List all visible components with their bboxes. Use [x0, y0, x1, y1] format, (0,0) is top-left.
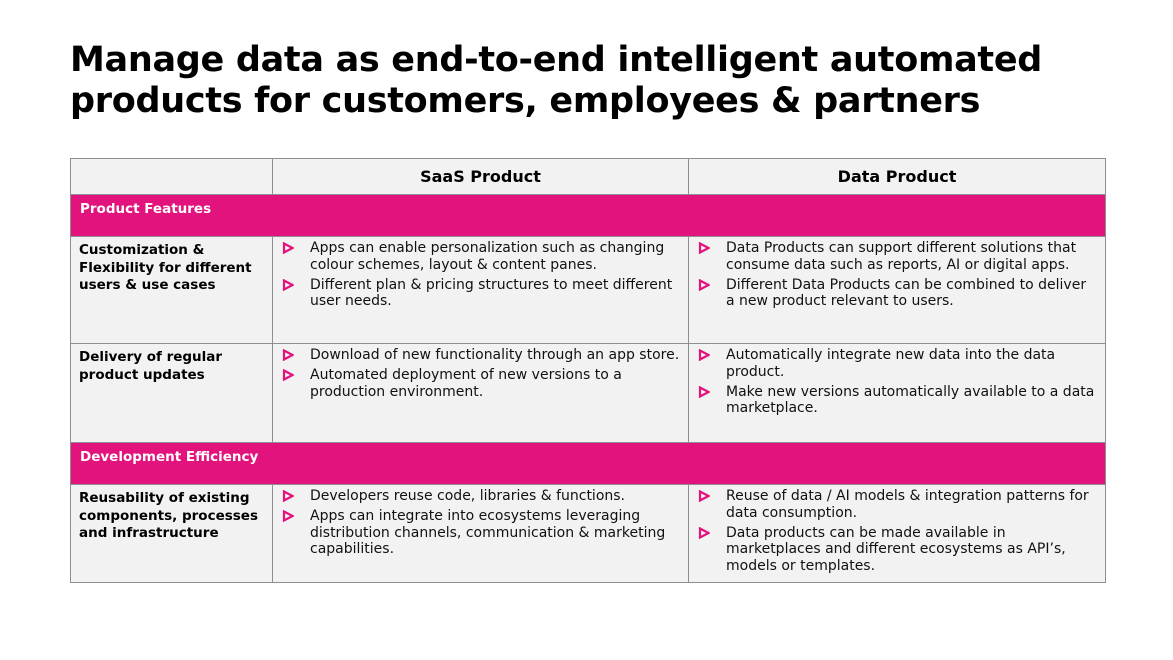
row-label: Customization & Flexibility for differen… — [79, 242, 252, 293]
list-item: Apps can enable personalization such as … — [281, 240, 680, 273]
table-header-row: SaaS Product Data Product — [70, 158, 1106, 195]
triangle-bullet-icon — [282, 490, 294, 502]
triangle-bullet-icon — [282, 242, 294, 254]
triangle-bullet-icon — [698, 385, 710, 398]
list-item: Apps can integrate into ecosystems lever… — [281, 508, 680, 558]
table-row: Customization & Flexibility for differen… — [70, 236, 1106, 344]
section-row-product-features: Product Features — [70, 194, 1106, 237]
triangle-bullet-icon — [698, 242, 710, 254]
list-item: Reuse of data / AI models & integration … — [697, 488, 1097, 521]
triangle-bullet-icon — [282, 278, 294, 291]
triangle-bullet-icon — [698, 278, 710, 291]
row-label: Reusability of existing components, proc… — [79, 490, 258, 541]
saas-bullet-list: Developers reuse code, libraries & funct… — [273, 485, 688, 558]
list-item: Data Products can support different solu… — [697, 240, 1097, 273]
saas-bullet-list: Download of new functionality through an… — [273, 344, 688, 400]
page-title: Manage data as end-to-end intelligent au… — [70, 40, 1043, 121]
data-bullet-list: Reuse of data / AI models & integration … — [689, 485, 1105, 574]
header-saas-product: SaaS Product — [420, 167, 541, 186]
section-row-development-efficiency: Development Efficiency — [70, 442, 1106, 485]
list-item: Automatically integrate new data into th… — [697, 347, 1097, 380]
header-data-product: Data Product — [837, 167, 957, 186]
header-cell-saas: SaaS Product — [272, 158, 689, 195]
comparison-table: SaaS Product Data Product Product Featur… — [70, 158, 1106, 583]
section-label: Product Features — [80, 201, 212, 217]
saas-bullet-list: Apps can enable personalization such as … — [273, 237, 688, 310]
list-item: Developers reuse code, libraries & funct… — [281, 488, 680, 505]
list-item: Make new versions automatically availabl… — [697, 384, 1097, 417]
data-bullet-list: Automatically integrate new data into th… — [689, 344, 1105, 417]
triangle-bullet-icon — [282, 349, 294, 361]
row-label: Delivery of regular product updates — [79, 349, 223, 383]
triangle-bullet-icon — [282, 510, 294, 522]
list-item: Different Data Products can be combined … — [697, 277, 1097, 310]
list-item: Download of new functionality through an… — [281, 347, 680, 364]
header-cell-data: Data Product — [688, 158, 1106, 195]
triangle-bullet-icon — [698, 349, 710, 361]
triangle-bullet-icon — [698, 526, 710, 539]
triangle-bullet-icon — [282, 369, 294, 381]
list-item: Automated deployment of new versions to … — [281, 367, 680, 400]
list-item: Data products can be made available in m… — [697, 525, 1097, 575]
data-bullet-list: Data Products can support different solu… — [689, 237, 1105, 310]
header-cell-empty — [70, 158, 273, 195]
triangle-bullet-icon — [698, 490, 710, 502]
list-item: Different plan & pricing structures to m… — [281, 277, 680, 310]
section-label: Development Efficiency — [80, 449, 259, 465]
table-row: Reusability of existing components, proc… — [70, 484, 1106, 583]
table-row: Delivery of regular product updates Down… — [70, 343, 1106, 443]
